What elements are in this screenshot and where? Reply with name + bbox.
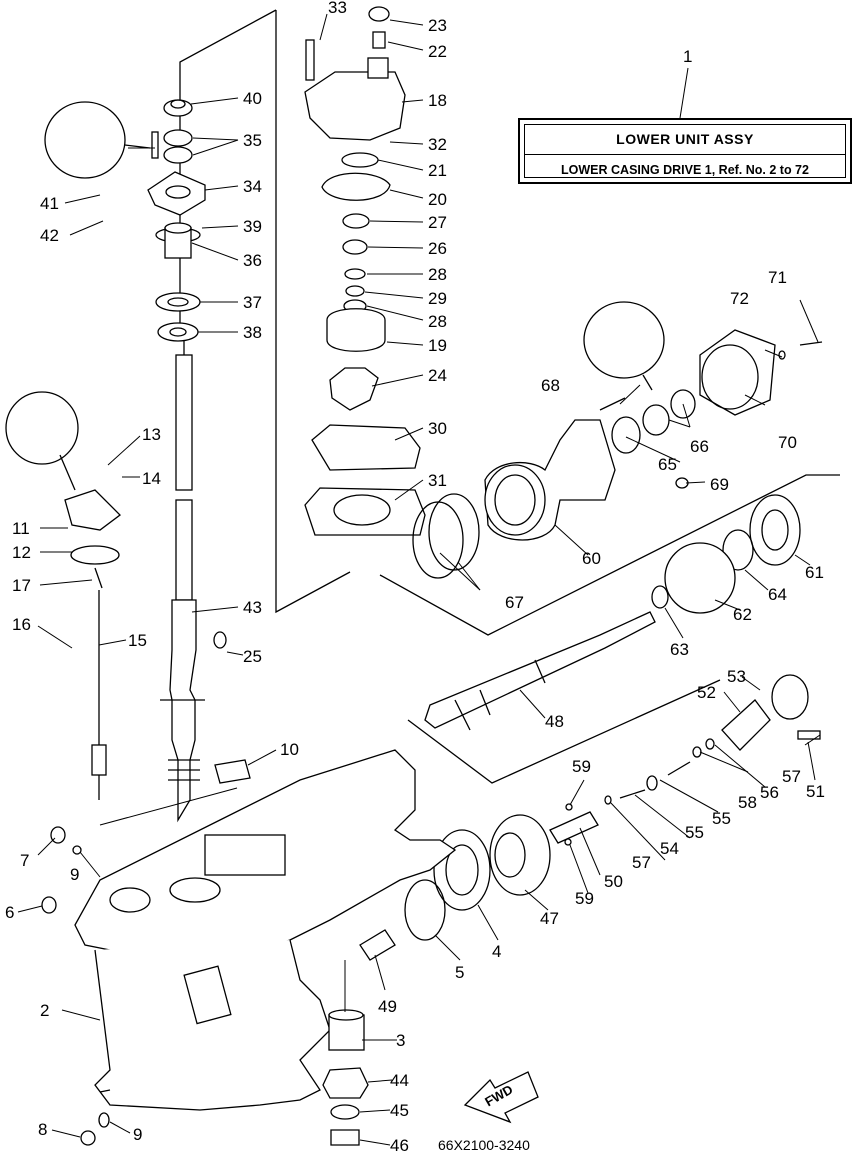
callout-19: 19 [428,336,447,355]
callout-54: 54 [660,839,679,858]
callout-5: 5 [455,963,464,982]
title-box: LOWER UNIT ASSY LOWER CASING DRIVE 1, Re… [518,118,852,184]
callout-2: 2 [40,1001,49,1020]
callout-45: 45 [390,1101,409,1120]
callout-61: 61 [805,563,824,582]
callout-39: 39 [243,217,262,236]
callout-32: 32 [428,135,447,154]
callout-56: 56 [760,783,779,802]
callout-30: 30 [428,419,447,438]
callout-67: 67 [505,593,524,612]
callout-68: 68 [541,376,560,395]
callout-62: 62 [733,605,752,624]
callout-8: 8 [38,1120,47,1139]
callout-16: 16 [12,615,31,634]
callout-55a: 55 [685,823,704,842]
callout-40: 40 [243,89,262,108]
callout-4: 4 [492,942,501,961]
callout-69: 69 [710,475,729,494]
callout-55b: 55 [712,809,731,828]
drawing-code: 66X2100-3240 [438,1137,530,1153]
callout-36: 36 [243,251,262,270]
callout-6: 6 [5,903,14,922]
callout-10: 10 [280,740,299,759]
callout-7: 7 [20,851,29,870]
callout-65: 65 [658,455,677,474]
callout-29: 29 [428,289,447,308]
callout-33: 33 [328,0,347,17]
callout-57a: 57 [782,767,801,786]
callout-31: 31 [428,471,447,490]
callout-22: 22 [428,42,447,61]
callout-48: 48 [545,712,564,731]
callout-42: 42 [40,226,59,245]
callout-25: 25 [243,647,262,666]
callout-58: 58 [738,793,757,812]
callout-13: 13 [142,425,161,444]
callout-11: 11 [12,519,30,538]
callout-53: 53 [727,667,746,686]
callout-72: 72 [730,289,749,308]
callout-70: 70 [778,433,797,452]
callout-43: 43 [243,598,262,617]
callout-24: 24 [428,366,447,385]
callout-35: 35 [243,131,262,150]
callout-44: 44 [390,1071,409,1090]
callout-28b: 28 [428,312,447,331]
callout-27: 27 [428,213,447,232]
title-separator [525,154,845,155]
assembly-subtitle: LOWER CASING DRIVE 1, Ref. No. 2 to 72 [561,163,809,177]
callout-12: 12 [12,543,31,562]
callout-64: 64 [768,585,787,604]
callout-9b: 9 [133,1125,142,1144]
callout-3: 3 [396,1031,405,1050]
callout-59a: 59 [572,757,591,776]
callout-26: 26 [428,239,447,258]
callout-57b: 57 [632,853,651,872]
title-box-inner: LOWER UNIT ASSY LOWER CASING DRIVE 1, Re… [524,124,846,178]
callout-20: 20 [428,190,447,209]
callout-49: 49 [378,997,397,1016]
callout-47: 47 [540,909,559,928]
callout-63: 63 [670,640,689,659]
callout-18: 18 [428,91,447,110]
callout-9a: 9 [70,865,79,884]
callout-23: 23 [428,16,447,35]
callout-1: 1 [683,47,692,66]
callout-66: 66 [690,437,709,456]
callout-71: 71 [768,268,787,287]
callout-41: 41 [40,194,59,213]
callout-38: 38 [243,323,262,342]
callout-59b: 59 [575,889,594,908]
callout-14: 14 [142,469,161,488]
assembly-title: LOWER UNIT ASSY [616,131,754,147]
callout-21: 21 [428,161,447,180]
callout-51: 51 [806,782,825,801]
callout-52: 52 [697,683,716,702]
callout-37: 37 [243,293,262,312]
callout-17: 17 [12,576,31,595]
callout-46: 46 [390,1136,409,1154]
callout-60: 60 [582,549,601,568]
callout-15: 15 [128,631,147,650]
callout-50: 50 [604,872,623,891]
callout-34: 34 [243,177,262,196]
callout-28a: 28 [428,265,447,284]
